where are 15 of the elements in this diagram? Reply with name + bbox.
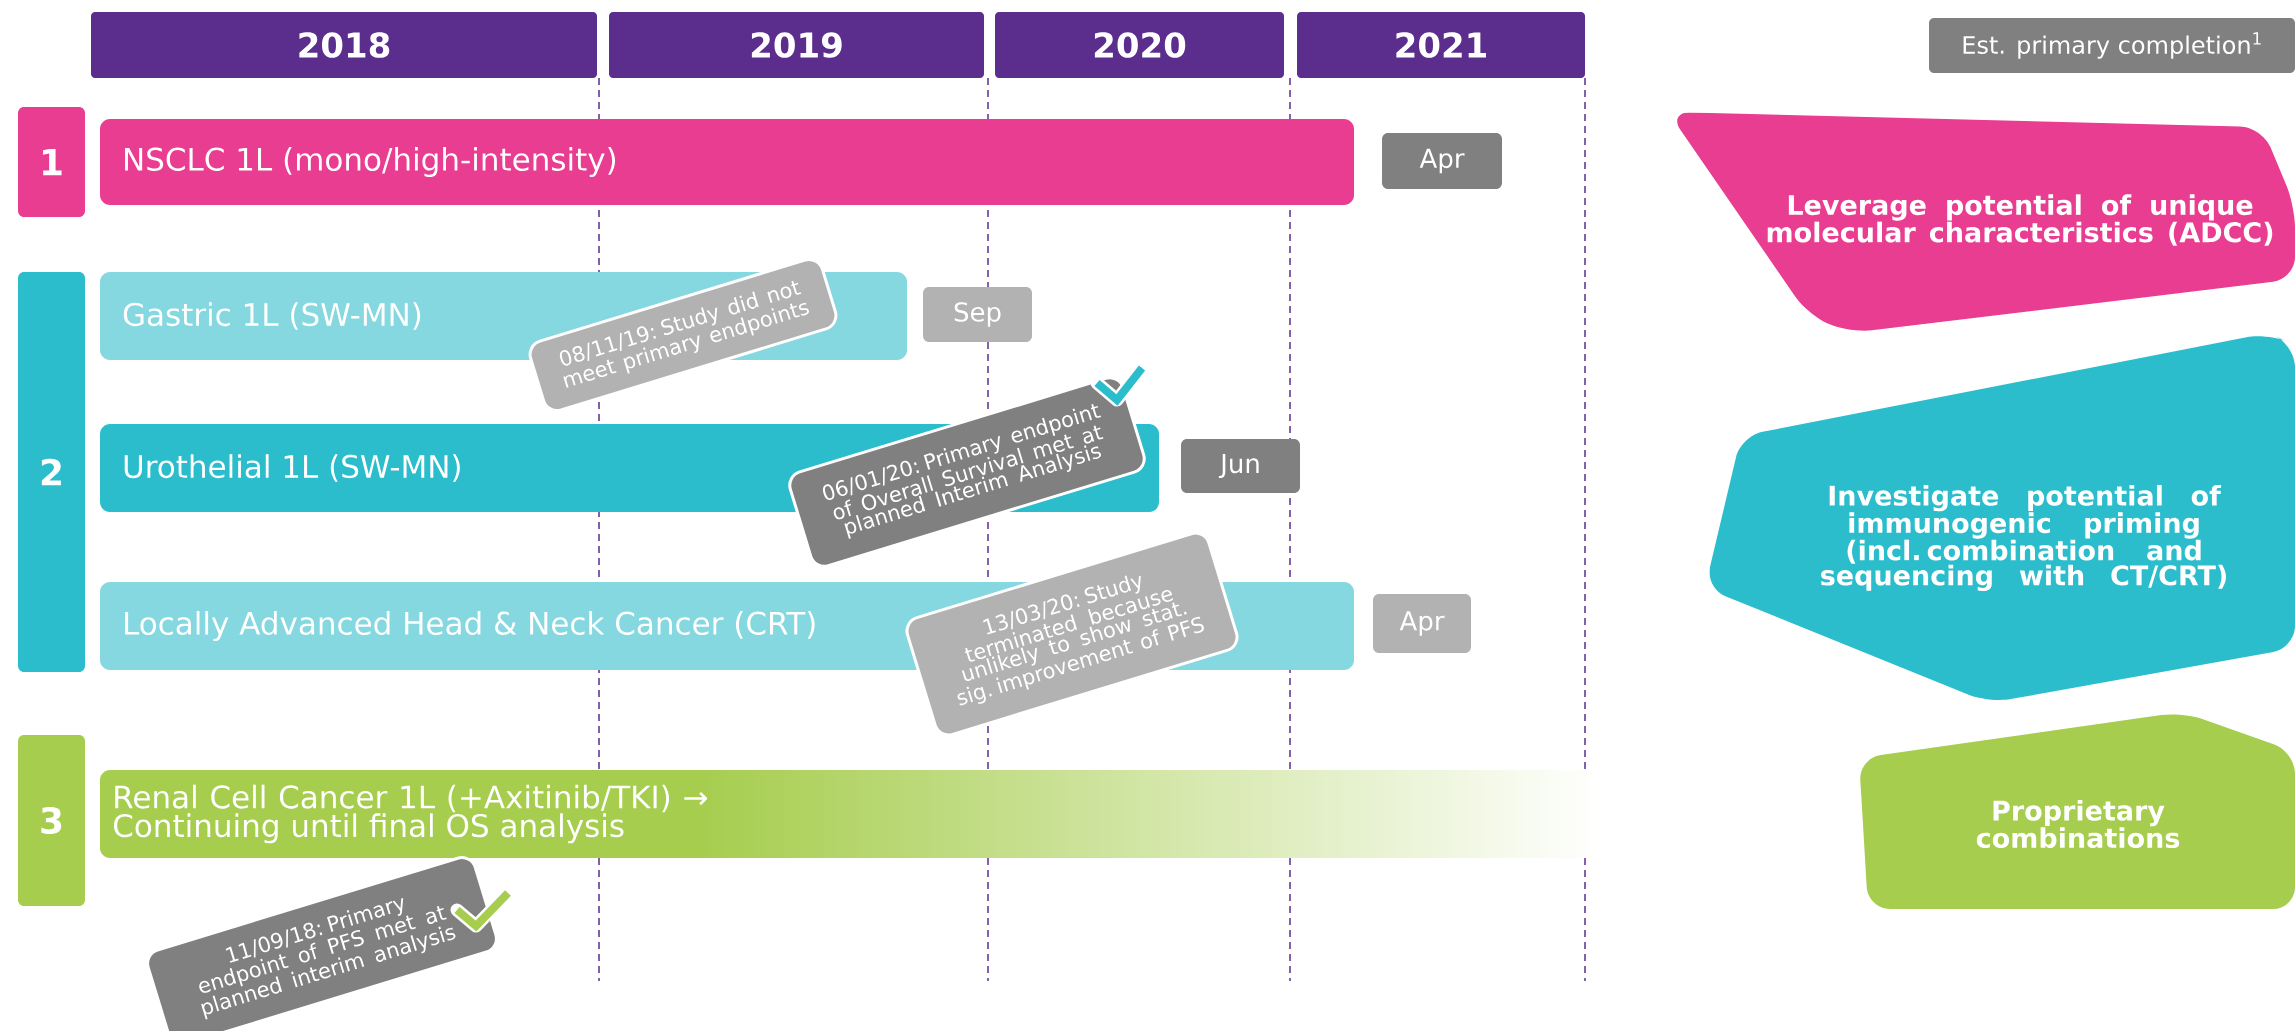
completion-month-box: Sep [923,287,1032,342]
group-number-tab: 1 [18,107,85,217]
completion-month-box: Jun [1181,439,1300,493]
group-number-tab: 3 [18,735,85,906]
node-label: Renal Cell Cancer 1L (+Axitinib/TKI) → Continuing until final OS analysis [113,784,707,844]
trial-bar: Renal Cell Cancer 1L (+Axitinib/TKI) → Continuing until final OS analysis [100,770,1603,858]
year-header: 2018 [91,12,597,78]
year-header: 2019 [609,12,984,78]
year-header: 2020 [995,12,1284,78]
completion-month-box: Apr [1373,594,1471,653]
legend-box: Est. primary completion$^{1}$ [1929,18,2295,73]
year-header: 2021 [1297,12,1585,78]
completion-month-box: Apr [1382,133,1502,189]
group-number-tab: 2 [18,272,85,672]
trial-bar: NSCLC 1L (mono/high-intensity) [100,119,1354,205]
